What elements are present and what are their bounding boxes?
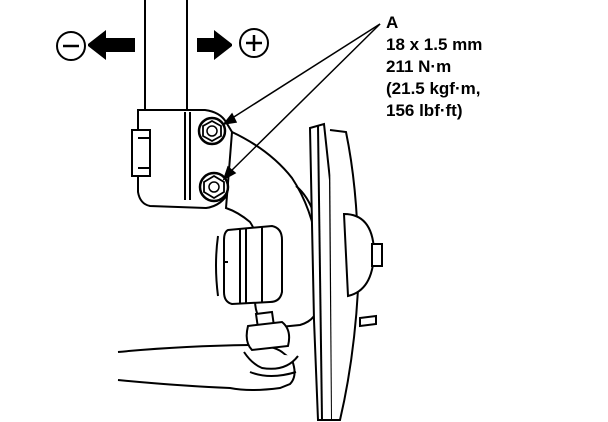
- bolt-size-label: 18 x 1.5 mm: [386, 35, 482, 54]
- mounting-bolt-upper: [197, 116, 227, 146]
- minus-direction-icon: [56, 31, 86, 61]
- brake-rotor: [308, 122, 360, 421]
- strut-tube: [144, 0, 188, 110]
- callout-leader-lines: [222, 23, 381, 181]
- bushing-assembly: [215, 224, 283, 306]
- arrow-right-icon: [197, 30, 232, 60]
- direction-indicator: [56, 28, 269, 61]
- torque-callout: A 18 x 1.5 mm 211 N·m (21.5 kgf·m, 156 l…: [386, 13, 482, 120]
- mounting-bolt-lower: [198, 171, 230, 203]
- torque-nm-label: 211 N·m: [386, 57, 451, 76]
- callout-letter: A: [386, 13, 398, 32]
- lower-control-arm: [117, 310, 299, 391]
- plus-direction-icon: [239, 28, 269, 58]
- wheel-hub: [342, 212, 383, 328]
- arrow-left-icon: [88, 30, 135, 60]
- torque-kgfm-label: (21.5 kgf·m,: [386, 79, 480, 98]
- torque-lbfft-label: 156 lbf·ft): [386, 101, 463, 120]
